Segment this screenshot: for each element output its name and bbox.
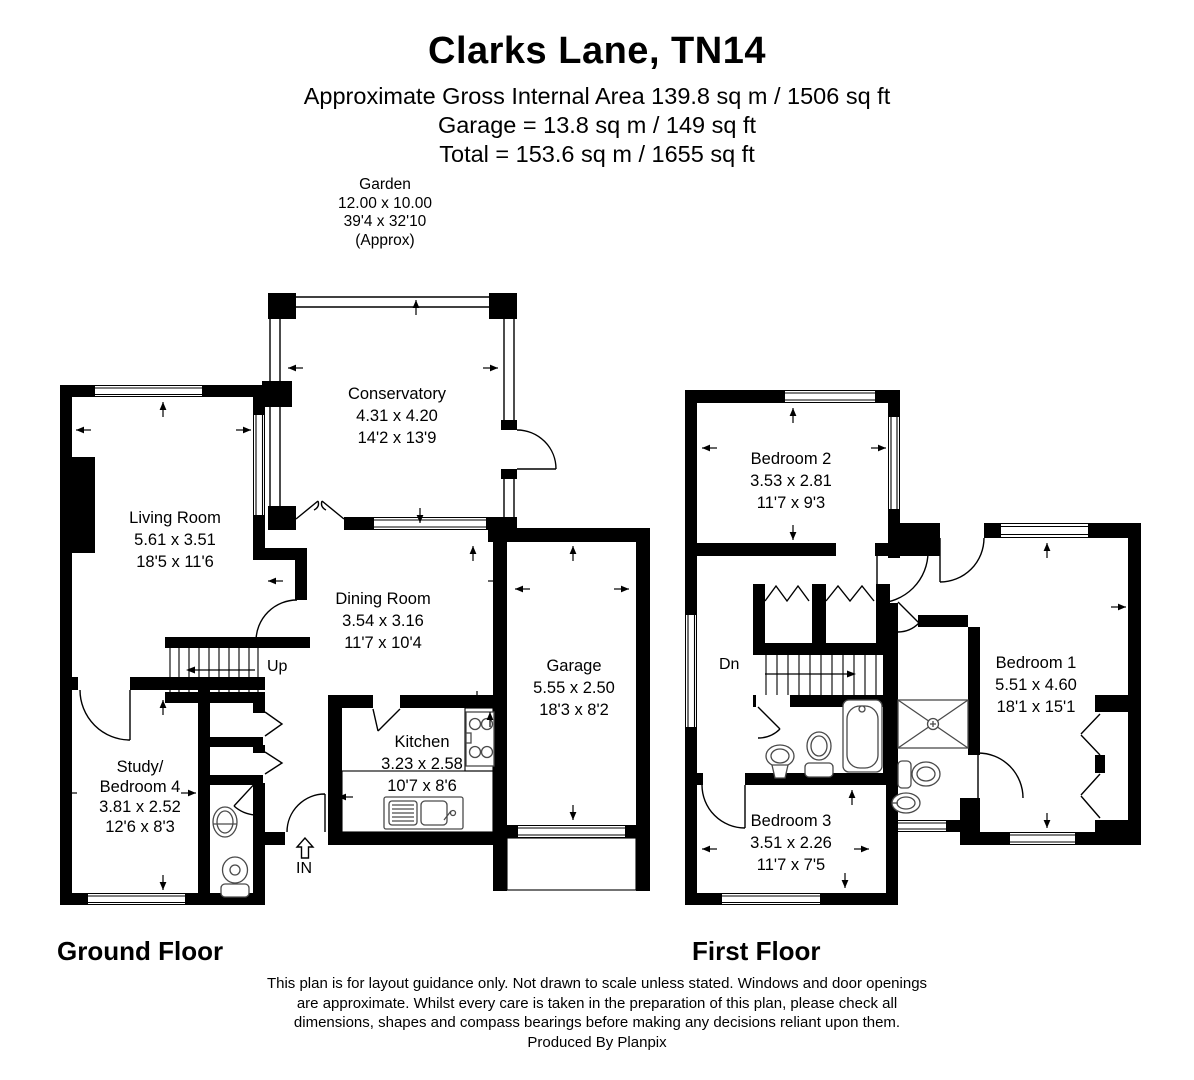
shower-tray-icon [897, 699, 969, 749]
ground-floor-plan [60, 293, 650, 905]
first-floor-windows [686, 391, 1088, 904]
bathroom-toilet-icon [804, 731, 834, 778]
kitchen-sink-icon [383, 796, 464, 830]
disclaimer: This plan is for layout guidance only. N… [266, 975, 928, 1051]
ground-floor-doors [79, 429, 557, 833]
entrance-in-label: IN [296, 860, 312, 877]
room-label-bedroom1: Bedroom 1 5.51 x 4.60 18'1 x 15'1 [995, 654, 1077, 716]
header: Clarks Lane, TN14 Approximate Gross Inte… [0, 0, 1194, 169]
stairs-down-label: Dn [719, 656, 740, 673]
first-floor-doors [701, 537, 1101, 829]
first-floor-title: First Floor [692, 936, 821, 966]
wc-toilet-icon [220, 856, 250, 898]
ensuite-toilet-icon [897, 760, 941, 789]
bathtub-icon [842, 699, 883, 773]
room-label-bedroom2: Bedroom 2 3.53 x 2.81 11'7 x 9'3 [750, 450, 832, 512]
gross-area-line: Approximate Gross Internal Area 139.8 sq… [303, 83, 891, 109]
garage-door [518, 826, 625, 837]
stairs-up [169, 648, 259, 692]
garage-area-line: Garage = 13.8 sq m / 149 sq ft [437, 112, 757, 138]
ground-floor-title: Ground Floor [57, 936, 224, 966]
page-title: Clarks Lane, TN14 [428, 30, 766, 72]
room-label-living-room: Living Room 5.61 x 3.51 18'5 x 11'6 [129, 509, 221, 571]
wc-sink-icon [212, 806, 238, 838]
total-area-line: Total = 153.6 sq m / 1655 sq ft [439, 141, 755, 167]
room-label-study-bedroom4: Study/ Bedroom 4 3.81 x 2.52 12'6 x 8'3 [99, 758, 181, 836]
garden-label: Garden 12.00 x 10.00 39'4 x 32'10 (Appro… [338, 176, 432, 249]
room-label-dining-room: Dining Room 3.54 x 3.16 11'7 x 10'4 [335, 590, 431, 652]
room-label-kitchen: Kitchen 3.23 x 2.58 10'7 x 8'6 [381, 733, 463, 795]
conservatory-glazing [269, 296, 515, 518]
ground-floor-windows [88, 386, 637, 904]
room-label-garage: Garage 5.55 x 2.50 18'3 x 8'2 [533, 657, 615, 719]
bathroom-sink-icon [765, 744, 795, 779]
chimney-breast [72, 457, 95, 553]
room-label-bedroom3: Bedroom 3 3.51 x 2.26 11'7 x 7'5 [750, 812, 832, 874]
room-label-conservatory: Conservatory 4.31 x 4.20 14'2 x 13'9 [347, 385, 447, 447]
ensuite-sink-icon [891, 792, 921, 814]
entrance-arrow-icon [295, 836, 315, 859]
first-floor-plan [685, 390, 1141, 905]
stairs-down [765, 655, 877, 695]
stairs-up-label: Up [267, 658, 288, 675]
